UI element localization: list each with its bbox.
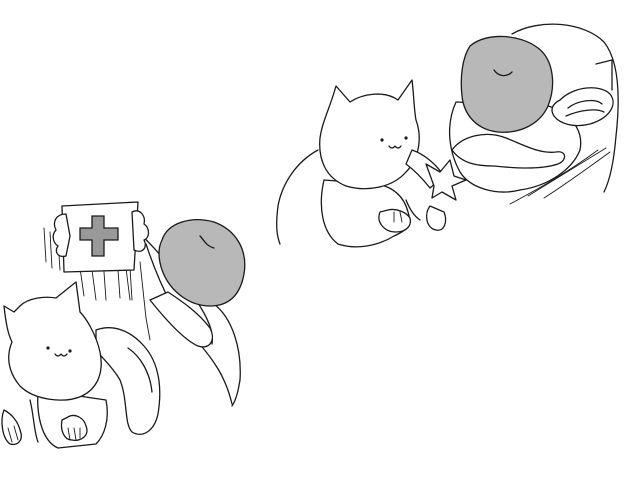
left-hand <box>52 213 71 258</box>
left-group <box>1 201 246 449</box>
round-object <box>551 87 614 127</box>
first-aid-card <box>52 201 150 273</box>
plus-icon <box>79 215 119 257</box>
impact-burst <box>425 159 467 201</box>
cat-sitting-center <box>276 79 447 248</box>
cat-crawling-bottom-left <box>1 281 161 449</box>
gray-head <box>158 219 246 307</box>
gray-head-figure-holding-card <box>141 219 246 407</box>
right-group <box>276 23 619 248</box>
gray-head-figure-top-right <box>448 23 619 205</box>
gray-head-top <box>460 35 554 133</box>
right-hand <box>131 210 150 252</box>
